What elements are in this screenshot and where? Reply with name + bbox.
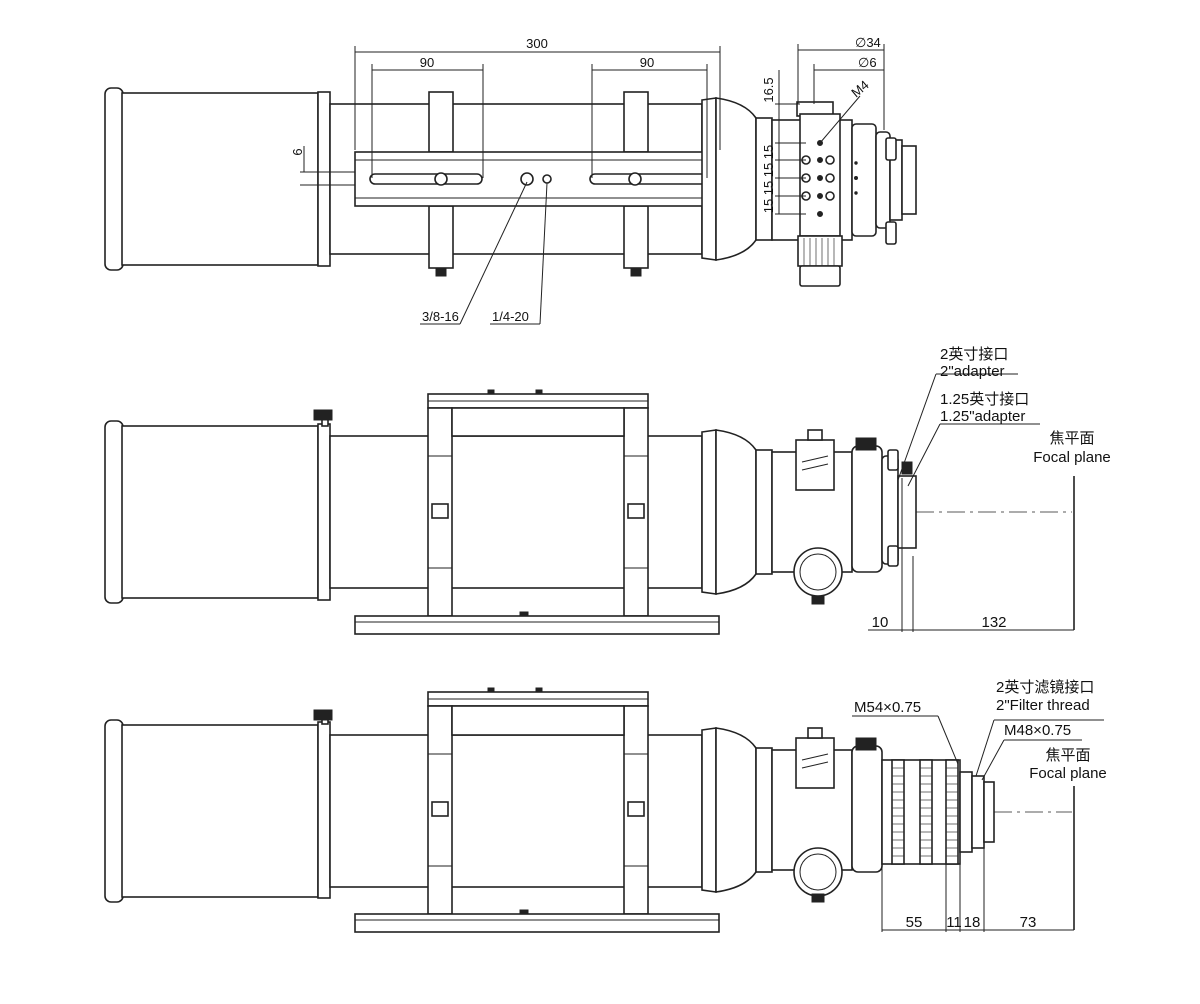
dew-cap-rim bbox=[104, 87, 124, 271]
bottom-view bbox=[104, 687, 1104, 933]
callout-1-4-20: 1/4-20 bbox=[492, 309, 529, 324]
dew-shield-screw bbox=[313, 409, 333, 421]
dim-rail-offset: 6 bbox=[290, 148, 305, 155]
ring-screw-right bbox=[630, 267, 642, 277]
finder-shoe bbox=[795, 737, 835, 789]
dim-15-c: 15 bbox=[761, 181, 776, 195]
lock-knob bbox=[855, 737, 877, 751]
dim-18: 18 bbox=[964, 914, 981, 931]
adapter-2-cn: 2英寸接口 bbox=[940, 345, 1008, 363]
finder-shoe bbox=[795, 439, 835, 491]
filter-cn: 2英寸滤镜接口 bbox=[996, 678, 1094, 696]
dim-10: 10 bbox=[872, 614, 889, 631]
dovetail-rail bbox=[354, 615, 720, 635]
ring-bottom-left bbox=[428, 205, 454, 269]
dew-cap-rim bbox=[104, 420, 124, 604]
lock-knob bbox=[855, 437, 877, 451]
m48-label: M48×0.75 bbox=[1004, 722, 1071, 739]
focus-knob bbox=[797, 235, 843, 267]
dim-dia-34: ∅34 bbox=[855, 35, 881, 50]
knurl-ring-2 bbox=[919, 759, 933, 865]
m54-label: M54×0.75 bbox=[854, 699, 921, 716]
bracket-holes bbox=[801, 140, 858, 217]
dim-16-5: 16.5 bbox=[761, 77, 776, 102]
lens-cell bbox=[715, 97, 757, 261]
knurl-ring-1 bbox=[891, 759, 905, 865]
middle-view bbox=[104, 373, 1075, 635]
focal-plane-en: Focal plane bbox=[1029, 765, 1107, 782]
top-dimensions bbox=[300, 44, 885, 325]
adapter-2-en: 2"adapter bbox=[940, 363, 1005, 380]
dew-cap-rim bbox=[104, 719, 124, 903]
dim-15-b: 15 bbox=[761, 163, 776, 177]
dim-m4: M4 bbox=[848, 77, 871, 100]
dim-right-span: 90 bbox=[640, 55, 654, 70]
dovetail-rail bbox=[354, 913, 720, 933]
lens-cell bbox=[715, 727, 757, 893]
m48-adapter bbox=[971, 775, 985, 849]
adapter-125-cn: 1.25英寸接口 bbox=[940, 390, 1029, 408]
dim-dia-6: ∅6 bbox=[858, 55, 877, 70]
m54-adapter bbox=[959, 771, 973, 853]
dim-73: 73 bbox=[1020, 914, 1037, 931]
focal-plane-cn: 焦平面 bbox=[1045, 747, 1090, 764]
dew-shield bbox=[121, 92, 319, 266]
rail-bolt-left bbox=[434, 172, 448, 186]
hole-1-4-20 bbox=[542, 174, 552, 184]
dim-15-a: 15 bbox=[761, 145, 776, 159]
callout-3-8-16: 3/8-16 bbox=[422, 309, 459, 324]
ring-bottom-right bbox=[623, 205, 649, 269]
focus-wheel bbox=[793, 847, 843, 897]
ring-top-left bbox=[428, 91, 454, 153]
dim-132: 132 bbox=[981, 614, 1006, 631]
focus-wheel bbox=[793, 547, 843, 597]
dim-55: 55 bbox=[906, 914, 923, 931]
ring-screw-left bbox=[435, 267, 447, 277]
rail-bolt-right bbox=[628, 172, 642, 186]
adapter-125-en: 1.25"adapter bbox=[940, 408, 1025, 425]
dew-shield bbox=[121, 724, 319, 898]
lens-cell bbox=[715, 429, 757, 595]
top-view: 300 90 90 6 16.5 15 15 15 15 ∅34 ∅6 M4 3… bbox=[104, 35, 917, 325]
rail-slot-right bbox=[589, 173, 707, 185]
dew-shield bbox=[121, 425, 319, 599]
focal-plane-cn: 焦平面 bbox=[1049, 430, 1094, 447]
dim-15-d: 15 bbox=[761, 199, 776, 213]
focal-plane-en: Focal plane bbox=[1033, 449, 1111, 466]
ring-top-right bbox=[623, 91, 649, 153]
dew-shield-screw bbox=[313, 709, 333, 721]
dim-overall: 300 bbox=[526, 36, 548, 51]
knurl-ring-3 bbox=[945, 759, 959, 865]
hole-3-8-16 bbox=[520, 172, 534, 186]
eyepiece-adapter bbox=[901, 145, 917, 215]
dim-left-span: 90 bbox=[420, 55, 434, 70]
eyepiece-adapter bbox=[897, 475, 917, 549]
dim-11: 11 bbox=[946, 914, 962, 931]
dew-shield-ring bbox=[317, 91, 331, 267]
filter-en: 2"Filter thread bbox=[996, 697, 1090, 714]
rail-slot-left bbox=[369, 173, 483, 185]
